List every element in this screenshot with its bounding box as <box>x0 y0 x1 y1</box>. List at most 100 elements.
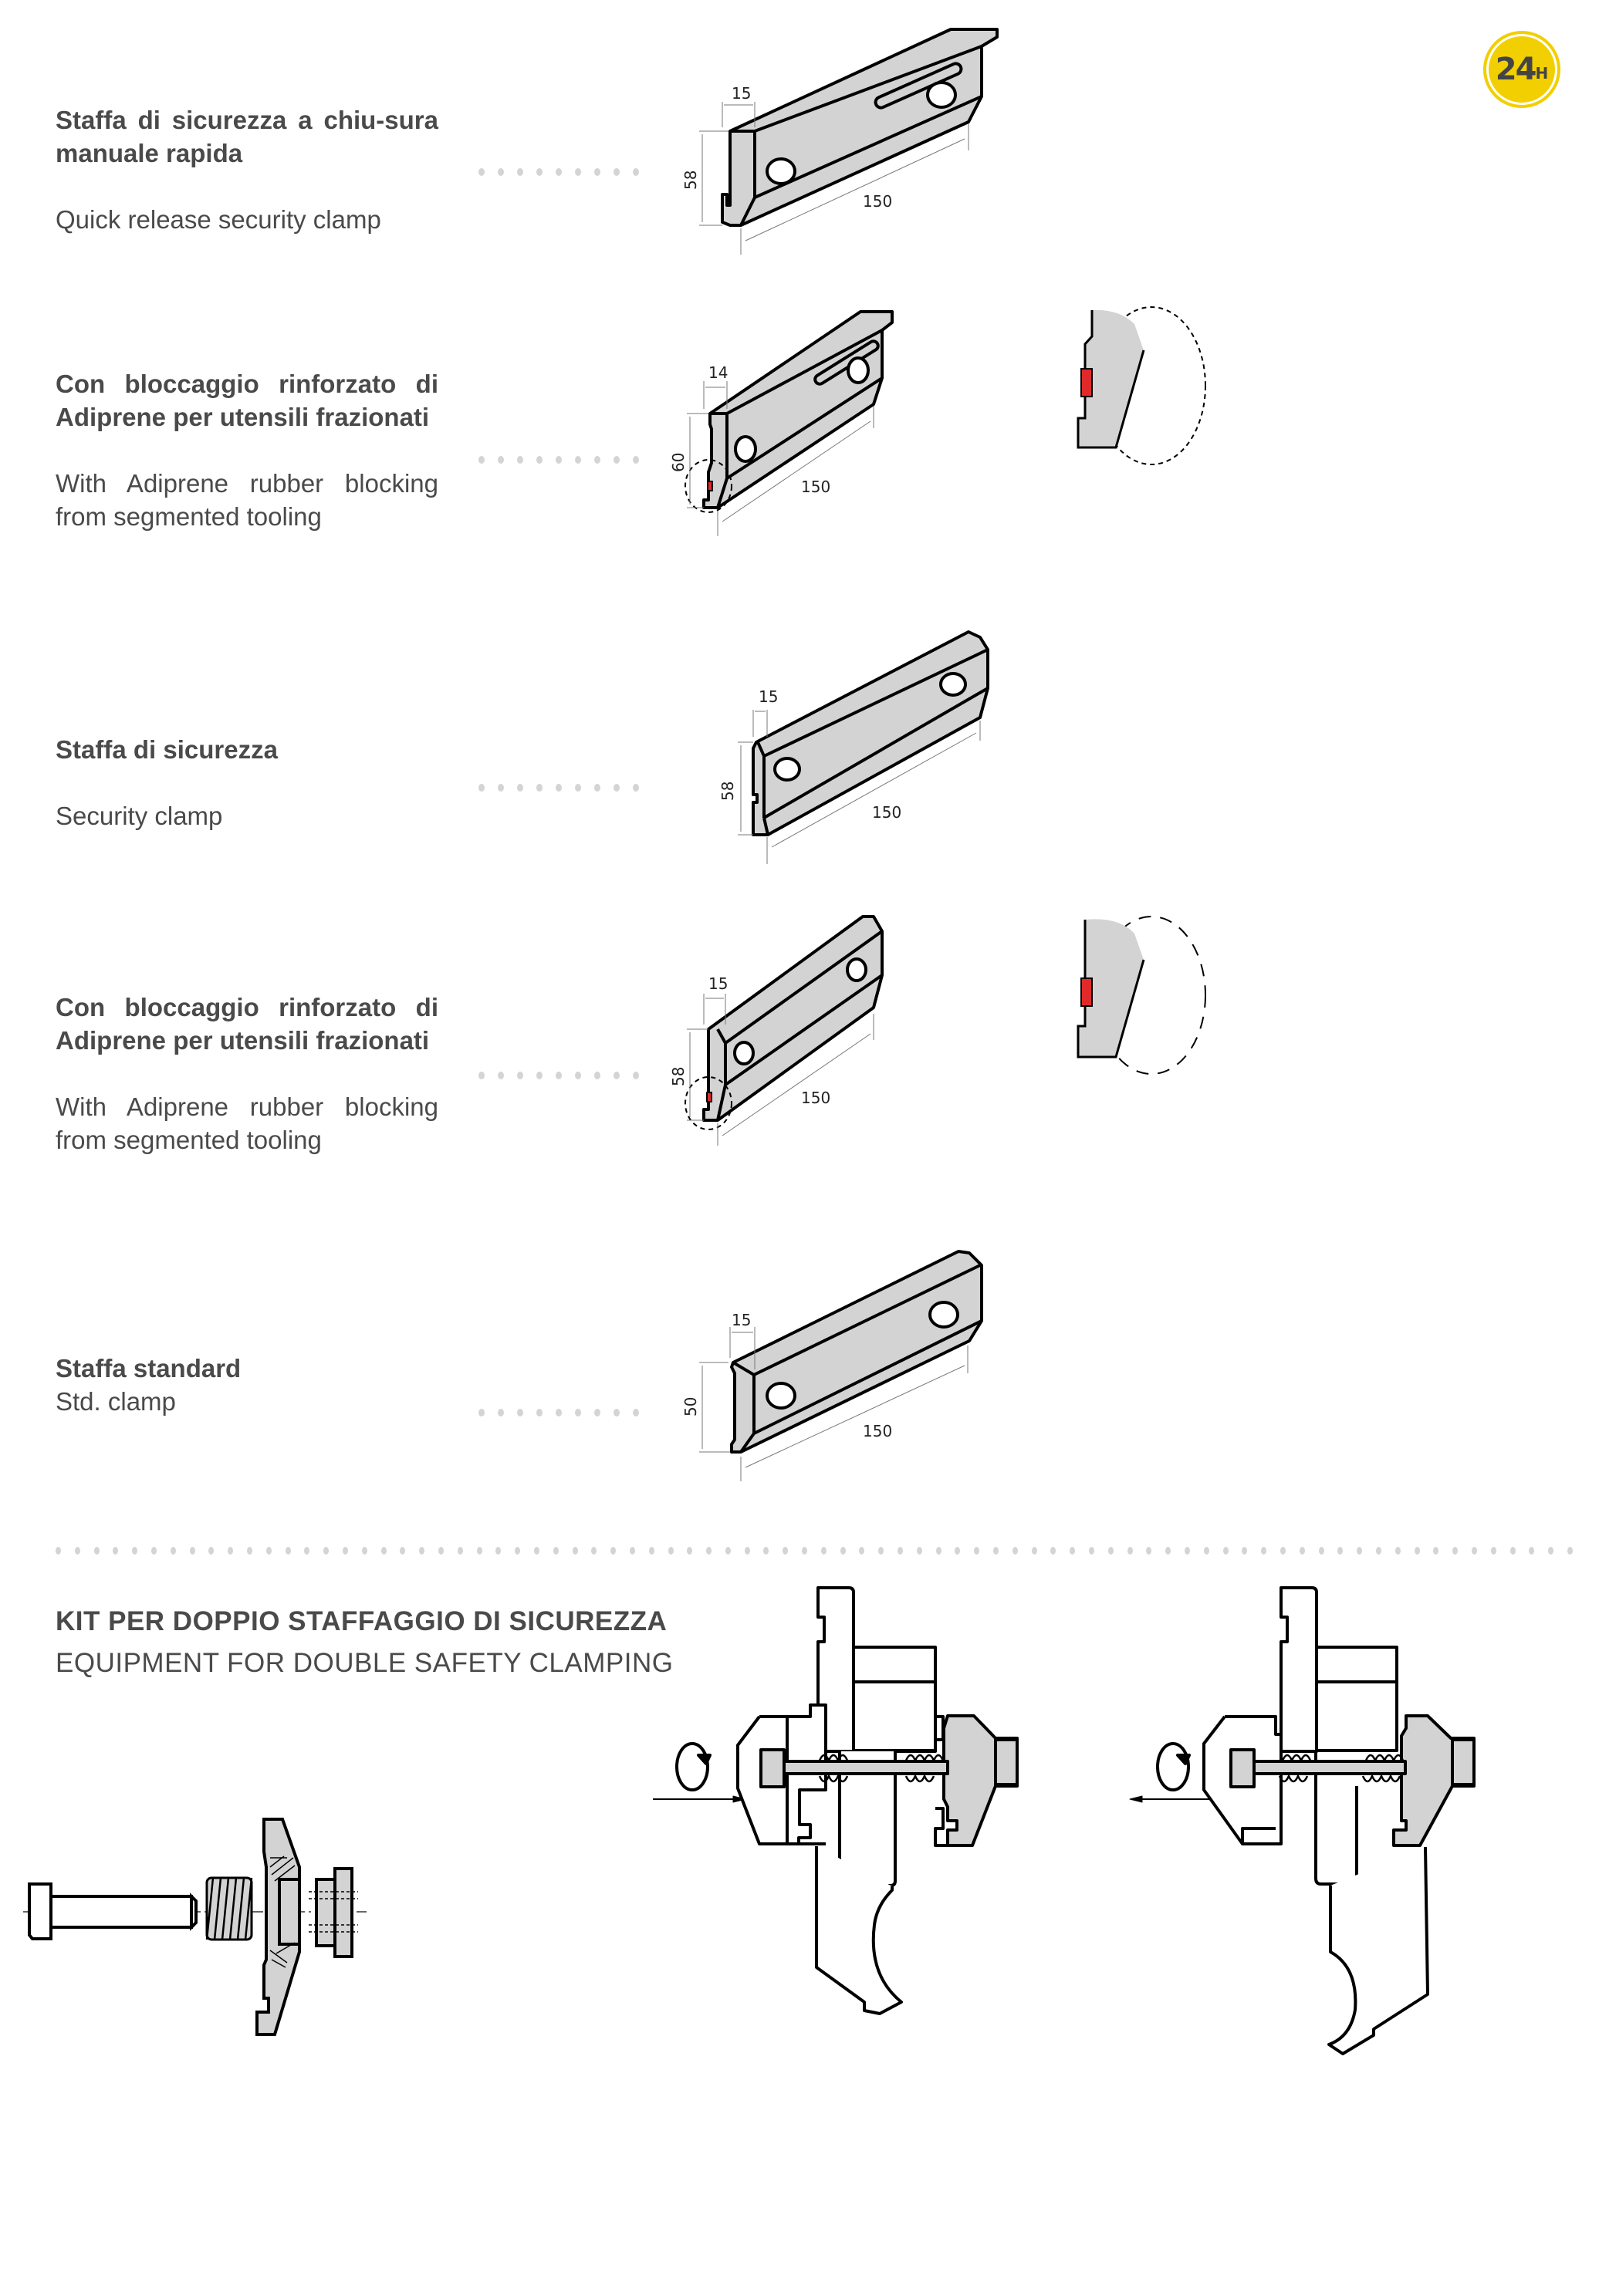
divider-dot <box>859 1547 865 1555</box>
product-title-it: Con bloccaggio rinforzato di Adiprene pe… <box>56 370 438 431</box>
divider-dot <box>74 1547 80 1555</box>
badge-suffix: H <box>1535 64 1549 83</box>
nut <box>315 1867 353 1958</box>
leader-dots <box>478 1072 639 1079</box>
dim-height: 58 <box>681 171 700 190</box>
arrow-right-icon <box>732 1795 746 1803</box>
divider-dot <box>820 1547 827 1555</box>
divider-dot <box>189 1547 195 1555</box>
leader-dot <box>556 784 562 792</box>
divider-dot <box>1050 1547 1056 1555</box>
leader-dot <box>633 168 639 176</box>
divider-dot <box>687 1547 693 1555</box>
leader-dot <box>633 1409 639 1416</box>
leader-dot <box>594 784 600 792</box>
divider-dot <box>1357 1547 1363 1555</box>
divider-dot <box>380 1547 387 1555</box>
divider-dot <box>725 1547 731 1555</box>
divider-dot <box>610 1547 617 1555</box>
divider-dot <box>1031 1547 1037 1555</box>
divider-dot <box>1261 1547 1267 1555</box>
product-title-en: With Adiprene rubber blocking from segme… <box>56 469 438 531</box>
dim-width: 15 <box>708 974 728 993</box>
divider-dot <box>150 1547 157 1555</box>
divider-dot <box>591 1547 597 1555</box>
divider-dot <box>1414 1547 1420 1555</box>
clamp-body <box>702 915 884 1122</box>
divider-dot <box>974 1547 980 1555</box>
spring <box>205 1876 253 1941</box>
leader-dot <box>498 168 504 176</box>
divider-dot <box>840 1547 846 1555</box>
divider-dot <box>1337 1547 1344 1555</box>
divider-dot <box>515 1547 521 1555</box>
divider-dot <box>572 1547 578 1555</box>
divider-dot <box>763 1547 769 1555</box>
divider-dot <box>304 1547 310 1555</box>
product-title-it: Staffa standard <box>56 1354 242 1383</box>
dim-length: 150 <box>863 192 892 211</box>
clamp-drawing-2: 14 60 150 <box>669 306 1206 536</box>
divider-dot <box>1299 1547 1305 1555</box>
clamp-jaw-section <box>255 1818 301 2036</box>
leader-dot <box>575 784 581 792</box>
leader-dot <box>594 168 600 176</box>
divider-dot <box>1318 1547 1324 1555</box>
leader-dot <box>575 456 581 464</box>
leader-dot <box>536 784 543 792</box>
divider-dot <box>668 1547 674 1555</box>
leader-dot <box>517 168 523 176</box>
leader-dot <box>478 168 485 176</box>
kit-assembly-release <box>1129 1586 1476 2055</box>
divider-dot <box>132 1547 138 1555</box>
leader-dot <box>536 1072 543 1079</box>
rotate-cw-icon <box>1156 1742 1190 1791</box>
leader-dot <box>536 168 543 176</box>
leader-dot <box>478 456 485 464</box>
divider-dot <box>228 1547 234 1555</box>
divider-dot <box>476 1547 482 1555</box>
divider-dot <box>265 1547 272 1555</box>
leader-dot <box>594 1409 600 1416</box>
divider-dot <box>400 1547 406 1555</box>
leader-dot <box>633 784 639 792</box>
divider-dot <box>495 1547 502 1555</box>
divider-dot <box>783 1547 789 1555</box>
divider-dot <box>1203 1547 1209 1555</box>
dim-height: 60 <box>669 453 688 472</box>
adiprene-insert-detail <box>1080 977 1093 1007</box>
adiprene-detail-callout <box>1077 916 1206 1075</box>
product-title-en: With Adiprene rubber blocking from segme… <box>56 1092 438 1154</box>
divider-dot <box>955 1547 961 1555</box>
kit-subtitle: EQUIPMENT FOR DOUBLE SAFETY CLAMPING <box>56 1648 674 1678</box>
product-title-it: Staffa di sicurezza a chiu-sura manuale … <box>56 106 438 167</box>
divider-dot <box>170 1547 176 1555</box>
dim-length: 150 <box>872 803 901 822</box>
leader-dot <box>478 1409 485 1416</box>
divider-dot <box>419 1547 425 1555</box>
product-item-quick-release: Staffa di sicurezza a chiu-sura manuale … <box>56 103 438 236</box>
leader-dot <box>517 1409 523 1416</box>
leader-dot <box>517 456 523 464</box>
kit-assembly-tightening <box>653 1586 1019 2015</box>
leader-dot <box>498 1409 504 1416</box>
leader-dot <box>594 1072 600 1079</box>
divider-dot <box>1509 1547 1516 1555</box>
divider-dot <box>1089 1547 1095 1555</box>
divider-dot <box>457 1547 463 1555</box>
section-divider <box>56 1547 1573 1555</box>
divider-dot <box>993 1547 999 1555</box>
divider-dot <box>706 1547 712 1555</box>
screw <box>28 1882 198 1940</box>
divider-dot <box>1070 1547 1076 1555</box>
divider-dot <box>1433 1547 1439 1555</box>
dim-width: 15 <box>732 1311 751 1329</box>
divider-dot <box>1165 1547 1171 1555</box>
clamp-drawing-4: 15 58 150 <box>669 915 1206 1146</box>
leader-dot <box>575 168 581 176</box>
divider-dot <box>1471 1547 1477 1555</box>
divider-dot <box>553 1547 559 1555</box>
divider-dot <box>1529 1547 1535 1555</box>
product-title-it: Con bloccaggio rinforzato di Adiprene pe… <box>56 993 438 1055</box>
leader-dot <box>594 456 600 464</box>
